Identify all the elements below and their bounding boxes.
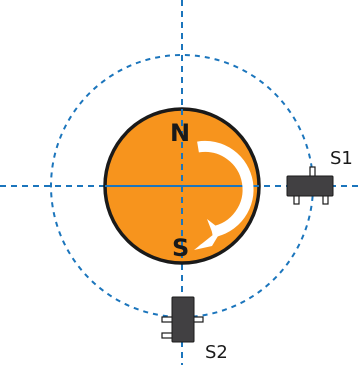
sensor-s2-lead xyxy=(161,332,174,339)
south-pole-label: S xyxy=(172,234,189,262)
sensor-s2-body xyxy=(171,296,195,343)
sensor-s2 xyxy=(161,296,204,343)
sensor-s1-body xyxy=(286,175,334,197)
sensor-s2-lead xyxy=(161,316,174,323)
sensor-s2-label: S2 xyxy=(205,342,228,363)
north-pole-label: N xyxy=(170,119,190,147)
rotation-arrow-icon xyxy=(194,140,254,250)
sensor-s1 xyxy=(286,166,334,205)
sensor-s1-label: S1 xyxy=(330,148,353,169)
